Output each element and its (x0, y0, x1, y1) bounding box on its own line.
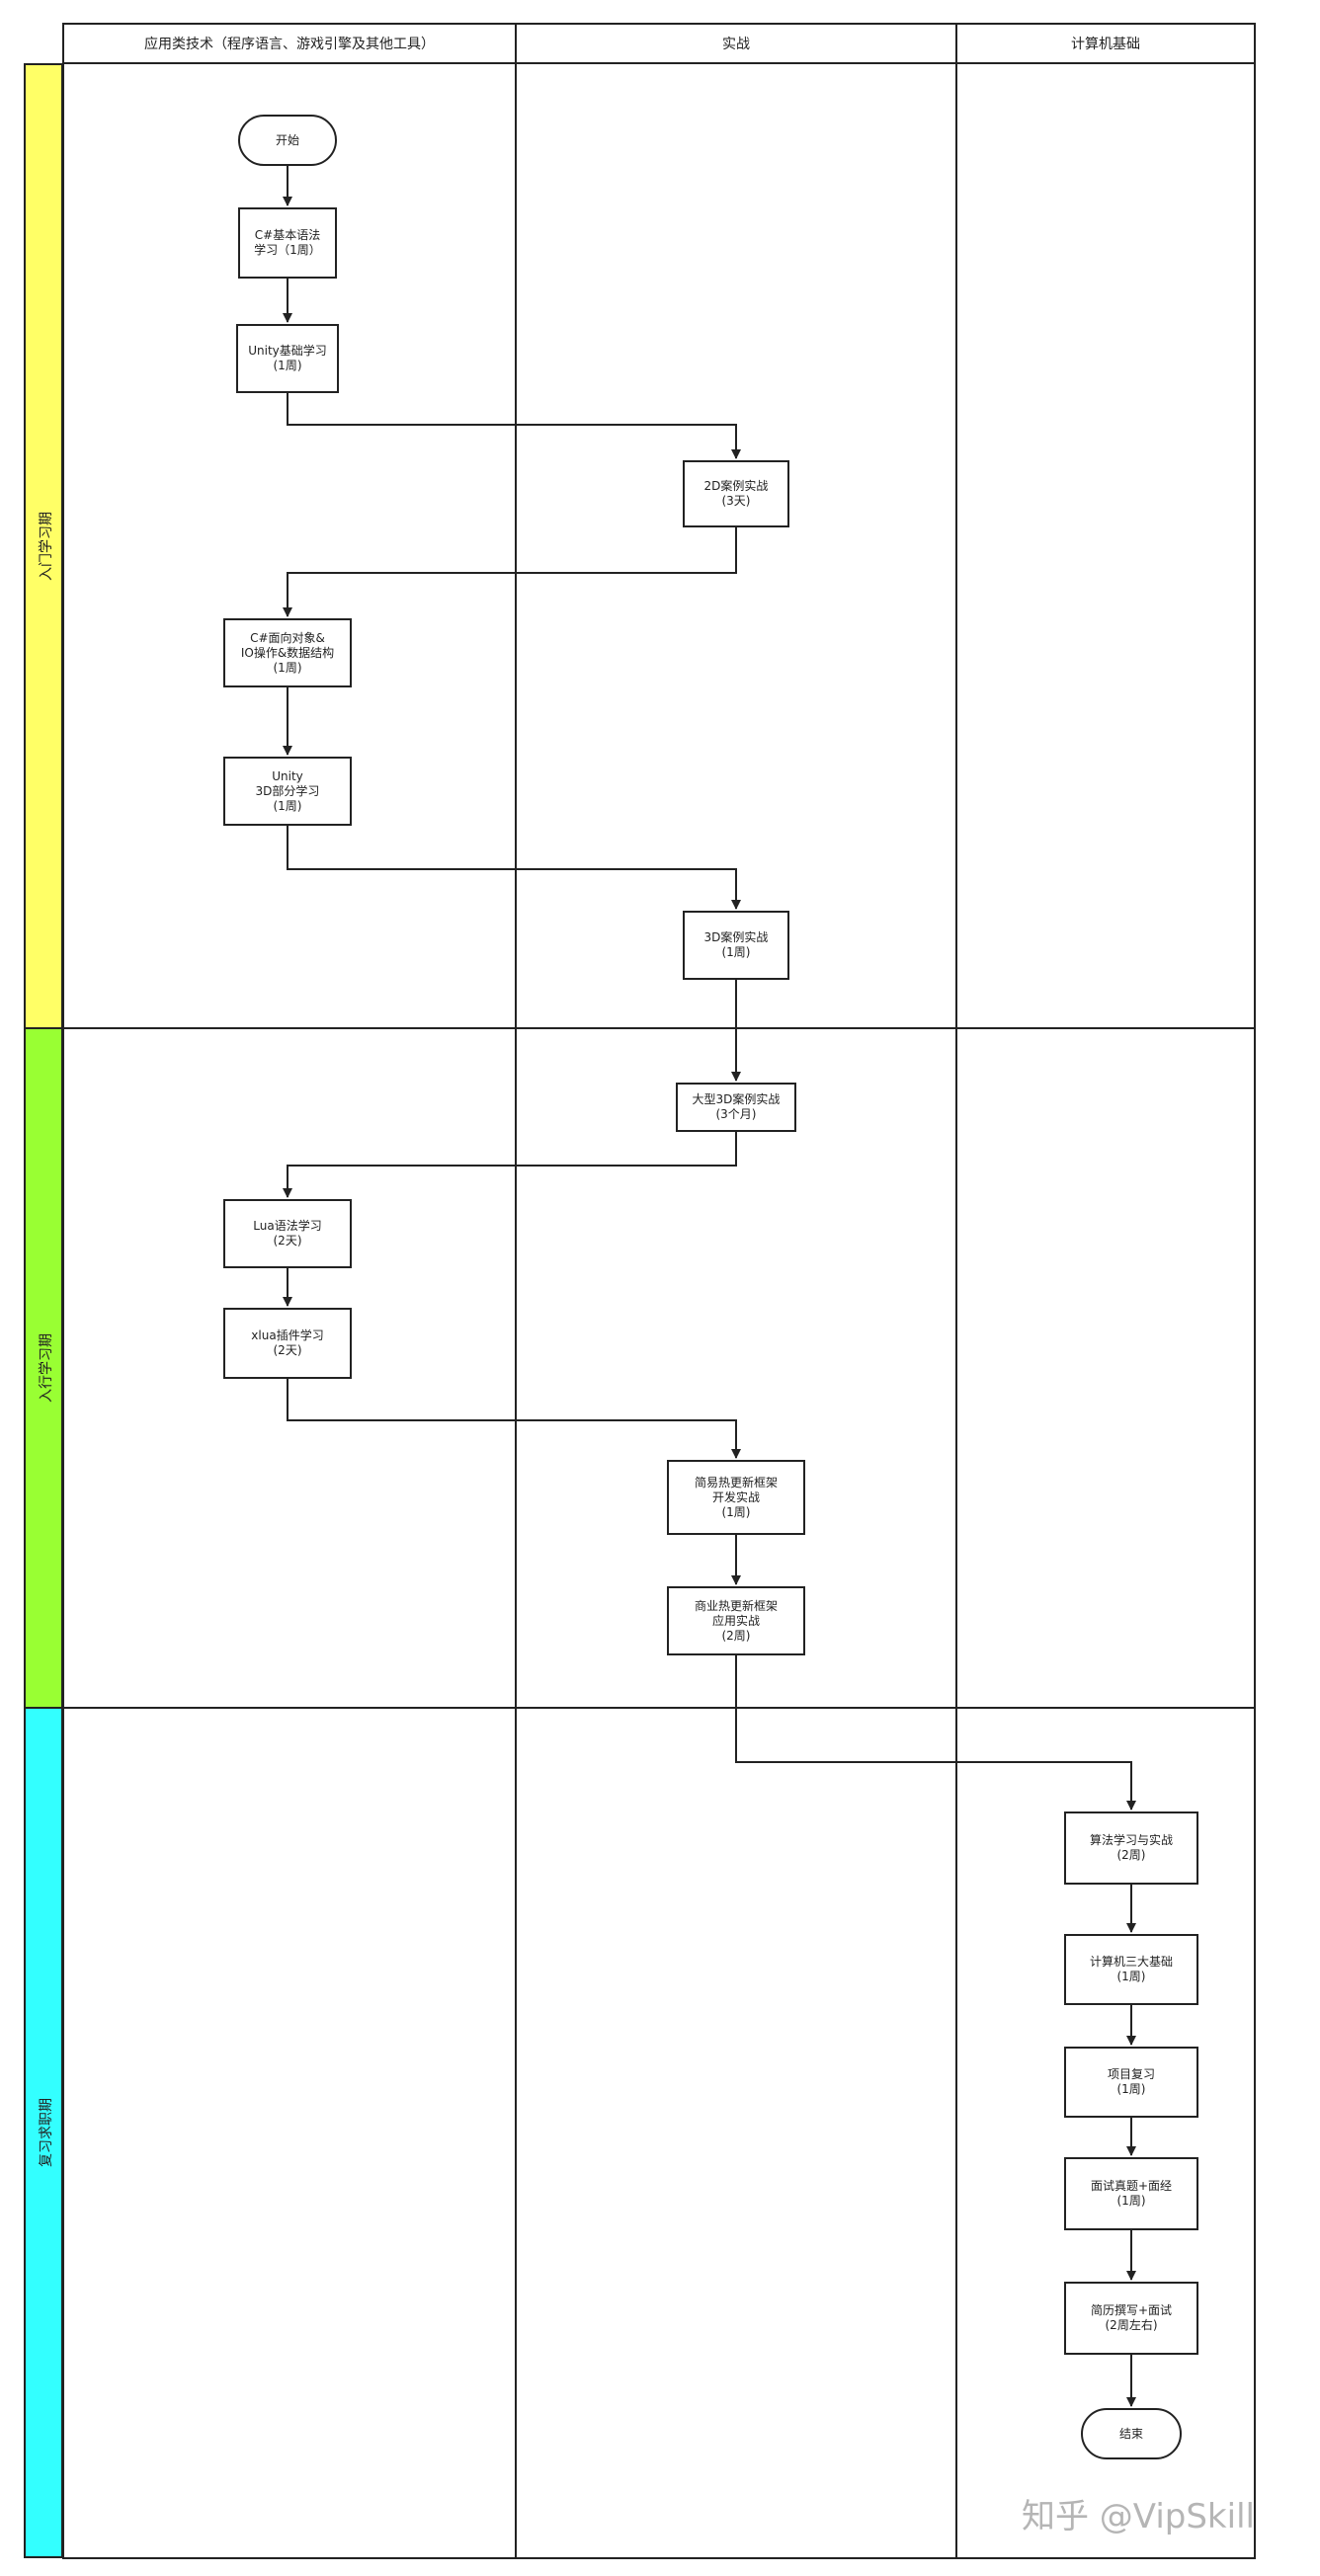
node-3d-case: 3D案例实战 (1周) (683, 911, 789, 980)
column-header-practice: 实战 (722, 37, 750, 52)
node-2d-case: 2D案例实战 (3天) (683, 460, 789, 527)
node-lua: Lua语法学习 (2天) (223, 1199, 352, 1268)
connector (287, 1379, 741, 1459)
connector (287, 393, 741, 459)
node-xlua: xlua插件学习 (2天) (223, 1308, 352, 1379)
node-hotfix-dev: 简易热更新框架 开发实战 (1周) (667, 1460, 805, 1535)
diagram-frame (62, 23, 1256, 2559)
watermark: 知乎 @VipSkill (1022, 2497, 1255, 2536)
node-end: 结束 (1081, 2408, 1182, 2459)
node-cs-fundamentals: 计算机三大基础 (1周) (1064, 1934, 1198, 2005)
node-resume-interview: 简历撰写+面试 (2周左右) (1064, 2282, 1198, 2355)
node-csharp-basic: C#基本语法 学习（1周） (238, 207, 337, 279)
node-interview-questions: 面试真题+面经 (1周) (1064, 2157, 1198, 2230)
node-start: 开始 (238, 115, 337, 166)
column-header-cs-basics: 计算机基础 (1071, 37, 1140, 52)
column-header-app-tech: 应用类技术（程序语言、游戏引擎及其他工具） (144, 37, 435, 52)
node-csharp-oop: C#面向对象& IO操作&数据结构 (1周) (223, 618, 352, 687)
node-big-3d-case: 大型3D案例实战 (3个月) (676, 1083, 796, 1132)
lane-review: 复习求职期 (24, 1707, 63, 2558)
connector (283, 1132, 737, 1198)
node-unity-basic: Unity基础学习 (1周) (236, 324, 339, 393)
connector (283, 527, 737, 617)
node-project-review: 项目复习 (1周) (1064, 2047, 1198, 2118)
node-unity-3d: Unity 3D部分学习 (1周) (223, 757, 352, 826)
connector (735, 1655, 1136, 1811)
node-hotfix-biz: 商业热更新框架 应用实战 (2周) (667, 1586, 805, 1655)
node-algorithm: 算法学习与实战 (2周) (1064, 1811, 1198, 1885)
connector (287, 826, 741, 910)
